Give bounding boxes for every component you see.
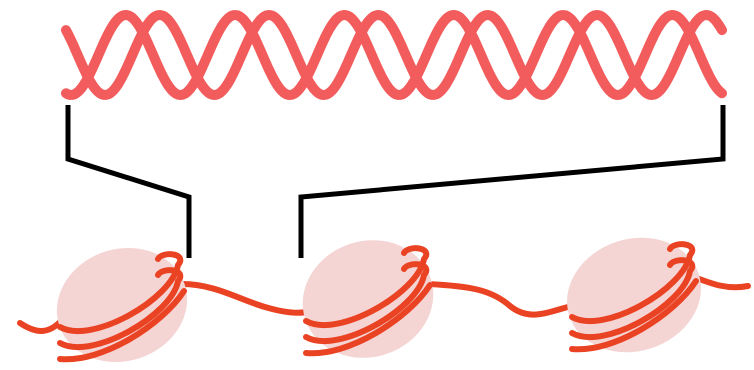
zoom-bracket (68, 105, 723, 258)
linker-dna-left (20, 320, 62, 331)
linker-dna-1 (182, 284, 306, 313)
linker-dna-2 (428, 284, 575, 315)
nucleosome (552, 221, 716, 370)
chromatin-fiber (20, 221, 748, 370)
bracket-right-line (301, 105, 723, 258)
bracket-left-line (68, 105, 189, 258)
dna-double-helix (66, 15, 722, 95)
nucleosome (42, 231, 202, 370)
linker-dna-right (694, 277, 748, 287)
nucleosome (287, 223, 448, 370)
